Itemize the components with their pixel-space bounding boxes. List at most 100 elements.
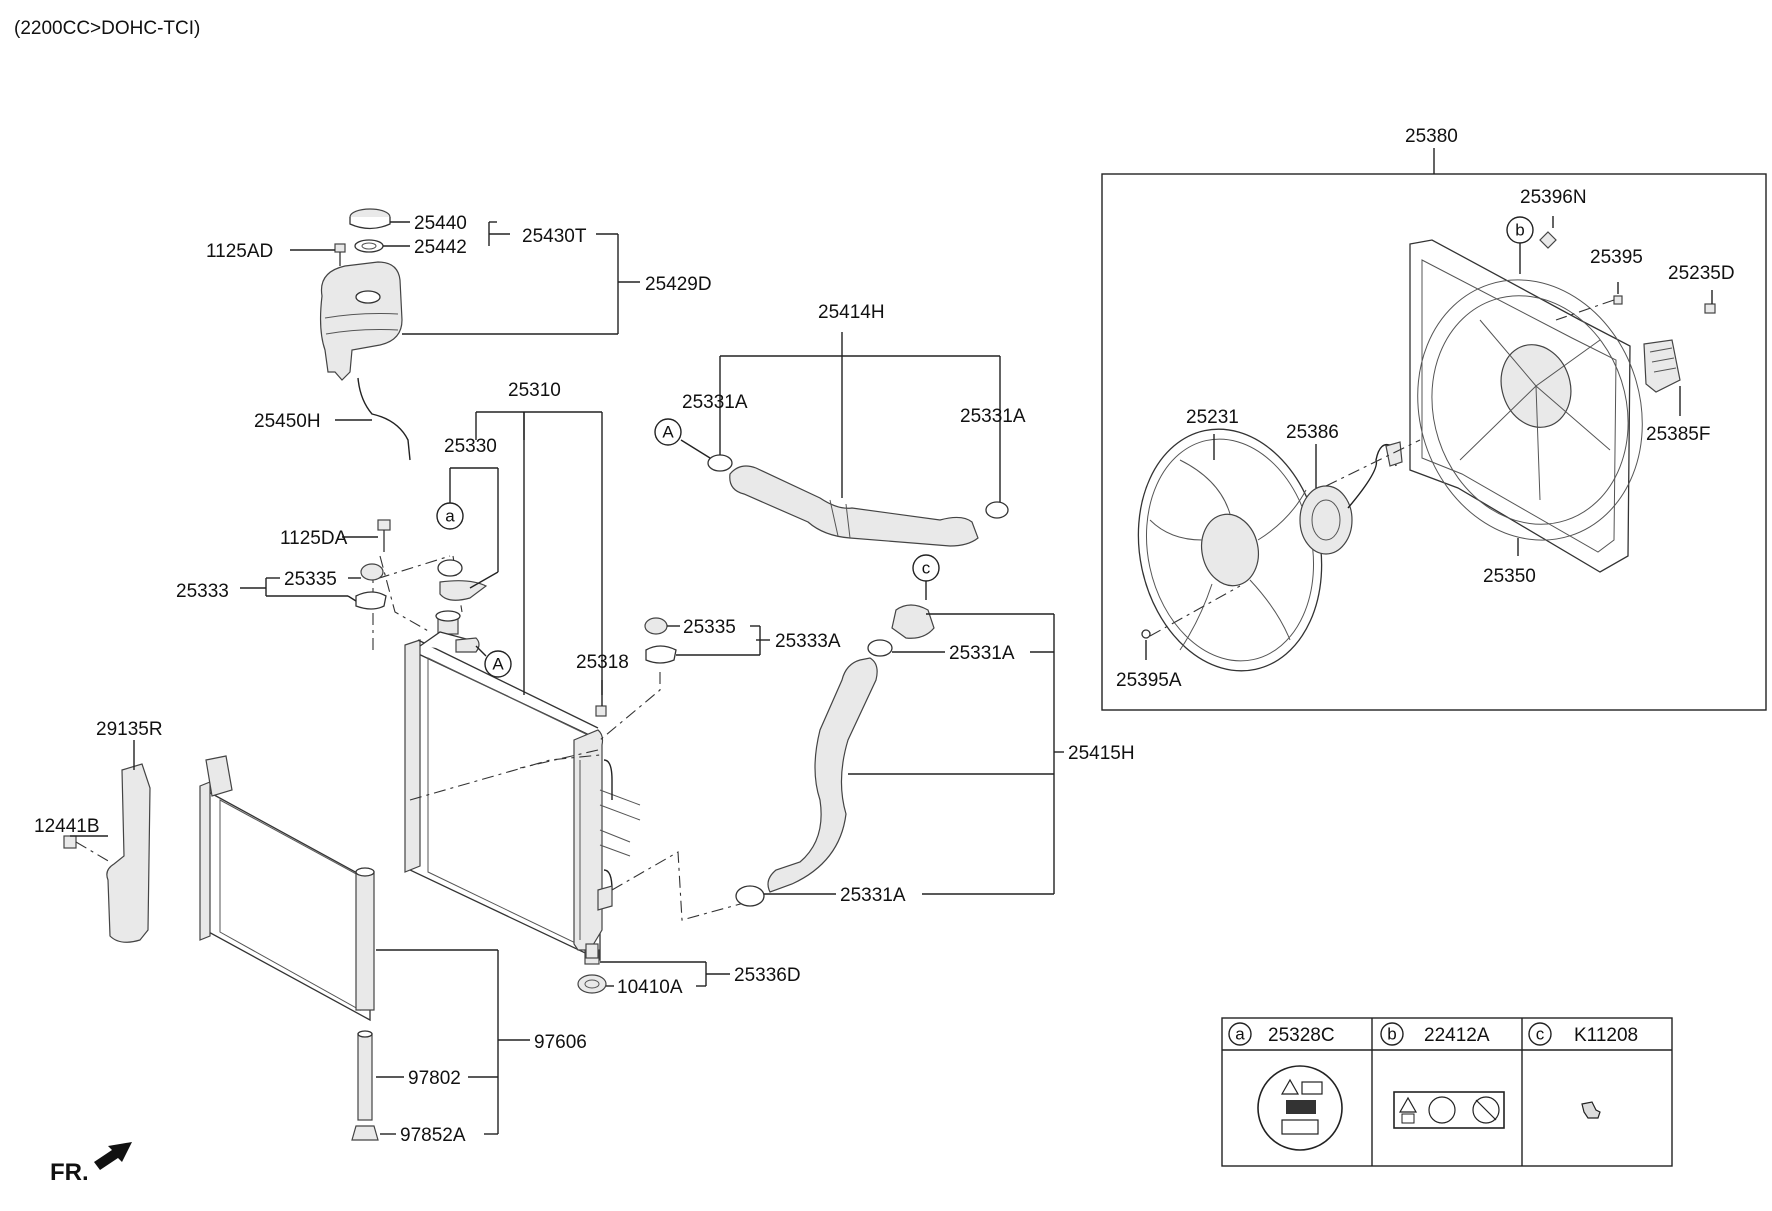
reservoir-tank	[319, 261, 403, 381]
drain-cock	[585, 943, 599, 959]
label-1125da: 1125DA	[280, 528, 348, 549]
label-25331a-4: 25331A	[840, 885, 906, 906]
label-25336d: 25336D	[734, 965, 801, 986]
label-12441b: 12441B	[34, 816, 100, 837]
clamp-25331a-4	[735, 885, 765, 907]
upper-hose-assembly: A	[654, 418, 1009, 547]
legend-c-circle	[1528, 1022, 1552, 1046]
clip-part-icon	[1581, 1101, 1601, 1119]
radiator-left-tank	[404, 639, 421, 873]
drain-plug-10410a	[577, 974, 607, 994]
label-25335-right: 25335	[683, 617, 736, 638]
grommet-25335-left	[360, 563, 384, 581]
nut-25396n	[1539, 231, 1557, 249]
cap-97852a	[351, 1125, 379, 1141]
grommet-25335-right	[644, 617, 668, 635]
label-25414h: 25414H	[818, 302, 885, 323]
clamp-25331a-3	[867, 639, 893, 657]
legend-a-key: a	[1235, 1025, 1245, 1044]
motor-connector	[1385, 441, 1403, 467]
radiator-right-tank	[573, 729, 604, 951]
radiator-core	[409, 648, 601, 962]
bolt-25318	[595, 705, 607, 717]
radiator-cap-parts: a	[355, 502, 488, 610]
label-10410a: 10410A	[617, 977, 683, 998]
callout-A-hose-circle	[654, 418, 682, 446]
air-guard	[63, 763, 151, 943]
bolt-12441b	[63, 835, 77, 849]
label-25386: 25386	[1286, 422, 1339, 443]
lower-hose-assembly: c	[735, 554, 940, 907]
label-25333: 25333	[176, 581, 229, 602]
right-mount-parts	[595, 617, 677, 717]
label-25350: 25350	[1483, 566, 1536, 587]
label-25395a: 25395A	[1116, 670, 1182, 691]
lower-radiator-hose	[767, 657, 878, 893]
label-25429d: 25429D	[645, 274, 712, 295]
reservoir-hose	[357, 377, 411, 461]
label-25318: 25318	[576, 652, 629, 673]
label-25333a: 25333A	[775, 631, 841, 652]
legend-b-key: b	[1387, 1025, 1396, 1044]
legend-c-part: K11208	[1574, 1025, 1638, 1046]
reservoir-gasket	[354, 239, 384, 253]
bolt-1125ad	[334, 243, 346, 253]
callout-A-radiator-circle	[484, 650, 512, 678]
label-25310: 25310	[508, 380, 561, 401]
label-25395: 25395	[1590, 247, 1643, 268]
callout-a: a	[445, 507, 455, 526]
label-25235d: 25235D	[1668, 263, 1735, 284]
fan-motor	[1299, 485, 1353, 555]
callout-A-hose: A	[662, 423, 674, 442]
label-25380: 25380	[1405, 126, 1458, 147]
label-97606: 97606	[534, 1032, 587, 1053]
desiccant-97802	[357, 1033, 373, 1121]
callout-c-hose: c	[922, 559, 931, 578]
legend-b-circle	[1380, 1022, 1404, 1046]
reservoir-assembly	[319, 208, 411, 461]
screw-25395	[1613, 295, 1623, 305]
bolt-25235d	[1704, 303, 1716, 314]
label-25430t: 25430T	[522, 226, 587, 247]
label-25415h: 25415H	[1068, 743, 1135, 764]
reservoir-cap-skirt	[349, 217, 391, 230]
label-25331a-3: 25331A	[949, 643, 1015, 664]
legend-table: a 25328C b 22412A c K11208	[1221, 1017, 1673, 1167]
screw-25395a	[1141, 629, 1151, 639]
label-25331a-2: 25331A	[960, 406, 1026, 427]
radiator-seal	[437, 559, 463, 577]
label-25385f: 25385F	[1646, 424, 1710, 445]
condenser-core	[204, 788, 371, 1022]
condenser-assembly	[199, 755, 379, 1141]
label-1125ad: 1125AD	[206, 241, 273, 262]
label-25331a-1: 25331A	[682, 392, 748, 413]
fan-shroud-assembly: b	[1409, 216, 1716, 573]
label-97802: 97802	[408, 1068, 461, 1089]
air-guard-29135r	[106, 763, 151, 943]
upper-radiator-hose	[729, 465, 979, 547]
fan-resistor	[1643, 339, 1681, 393]
clamp-25331a-2	[985, 501, 1009, 519]
legend-a-part: 25328C	[1268, 1025, 1335, 1046]
bolt-1125da	[377, 519, 391, 531]
legend-b-part: 22412A	[1424, 1025, 1490, 1046]
bracket-25333	[355, 591, 387, 610]
label-25396n: 25396N	[1520, 187, 1587, 208]
label-25450h: 25450H	[254, 411, 321, 432]
label-25442: 25442	[414, 237, 467, 258]
label-25335-left: 25335	[284, 569, 337, 590]
drain-plug-assembly	[577, 943, 607, 994]
label-25231: 25231	[1186, 407, 1239, 428]
callout-b: b	[1515, 221, 1524, 240]
fan-hub	[1201, 513, 1259, 587]
callout-A-radiator: A	[492, 655, 504, 674]
legend-c-key: c	[1536, 1025, 1545, 1044]
fan-blade-assembly	[1137, 428, 1403, 672]
clamp-25331a-1	[707, 454, 733, 472]
engine-spec-header: (2200CC>DOHC-TCI)	[14, 18, 200, 39]
front-arrow-icon	[94, 1142, 132, 1170]
label-97852a: 97852A	[400, 1125, 466, 1146]
condenser-tank	[355, 871, 375, 1011]
